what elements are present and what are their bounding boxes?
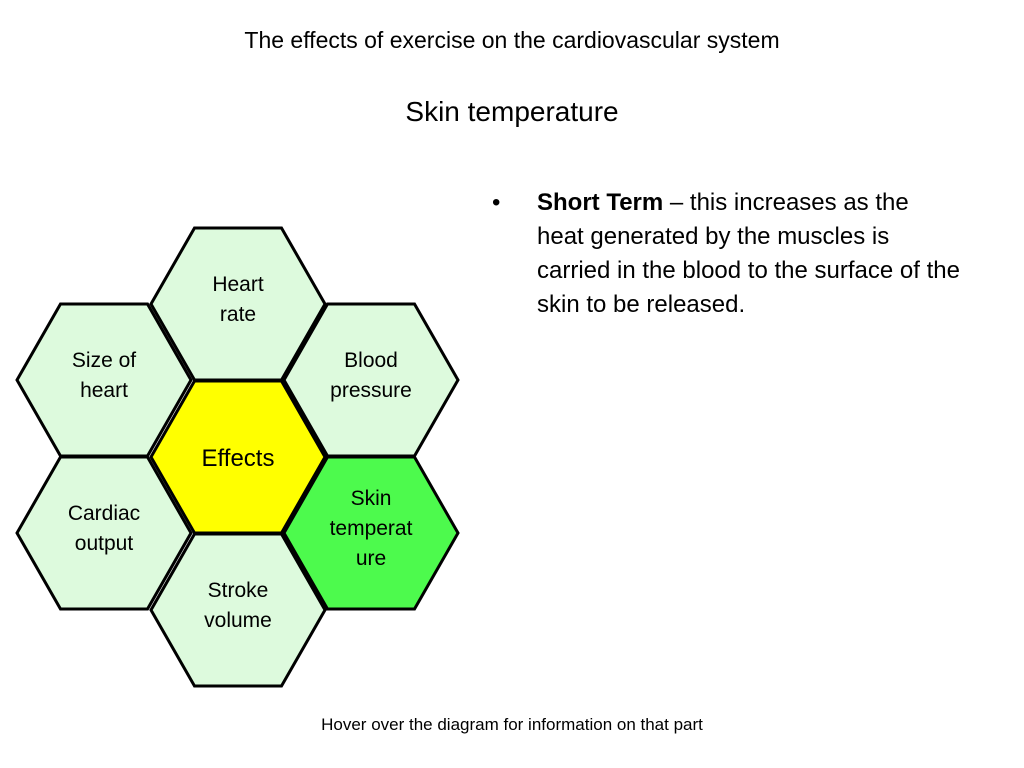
info-bullet-text: Short Term – this increases as the heat … — [537, 186, 962, 322]
hex-shape-skin-temperature[interactable] — [282, 455, 460, 611]
slide-title: The effects of exercise on the cardiovas… — [244, 27, 780, 53]
hex-shape-center[interactable] — [149, 379, 327, 535]
hexagon-diagram: HeartrateBloodpressureStrokevolumeCardia… — [15, 226, 460, 688]
info-term: Short Term — [537, 189, 664, 216]
slide-subtitle: Skin temperature — [405, 96, 619, 127]
bullet-marker: • — [492, 189, 501, 216]
info-description: – this increases as the heat generated b… — [537, 189, 960, 318]
info-panel: • Short Term – this increases as the hea… — [492, 186, 962, 322]
hover-hint: Hover over the diagram for information o… — [321, 715, 703, 734]
hex-shape-size-of-heart[interactable] — [15, 302, 193, 458]
